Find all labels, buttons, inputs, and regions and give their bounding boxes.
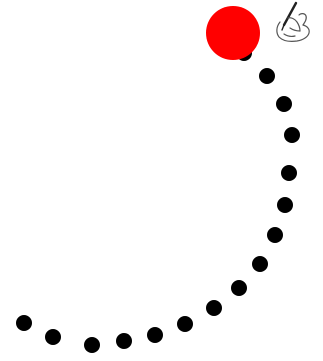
- path-dot: [277, 197, 293, 213]
- path-dot: [281, 165, 297, 181]
- path-dot: [16, 315, 32, 331]
- path-dot: [267, 227, 283, 243]
- path-dot: [284, 127, 300, 143]
- path-dot: [147, 327, 163, 343]
- dotted-path: [16, 45, 300, 353]
- red-marker: [206, 6, 260, 60]
- path-dot: [84, 337, 100, 353]
- path-dot: [116, 333, 132, 349]
- path-dot: [177, 316, 193, 332]
- path-dot: [259, 68, 275, 84]
- path-dot: [45, 329, 61, 345]
- path-dot: [206, 300, 222, 316]
- path-dot: [231, 280, 247, 296]
- hand-drawing-icon: [277, 3, 309, 41]
- path-dot: [252, 256, 268, 272]
- path-dot: [276, 96, 292, 112]
